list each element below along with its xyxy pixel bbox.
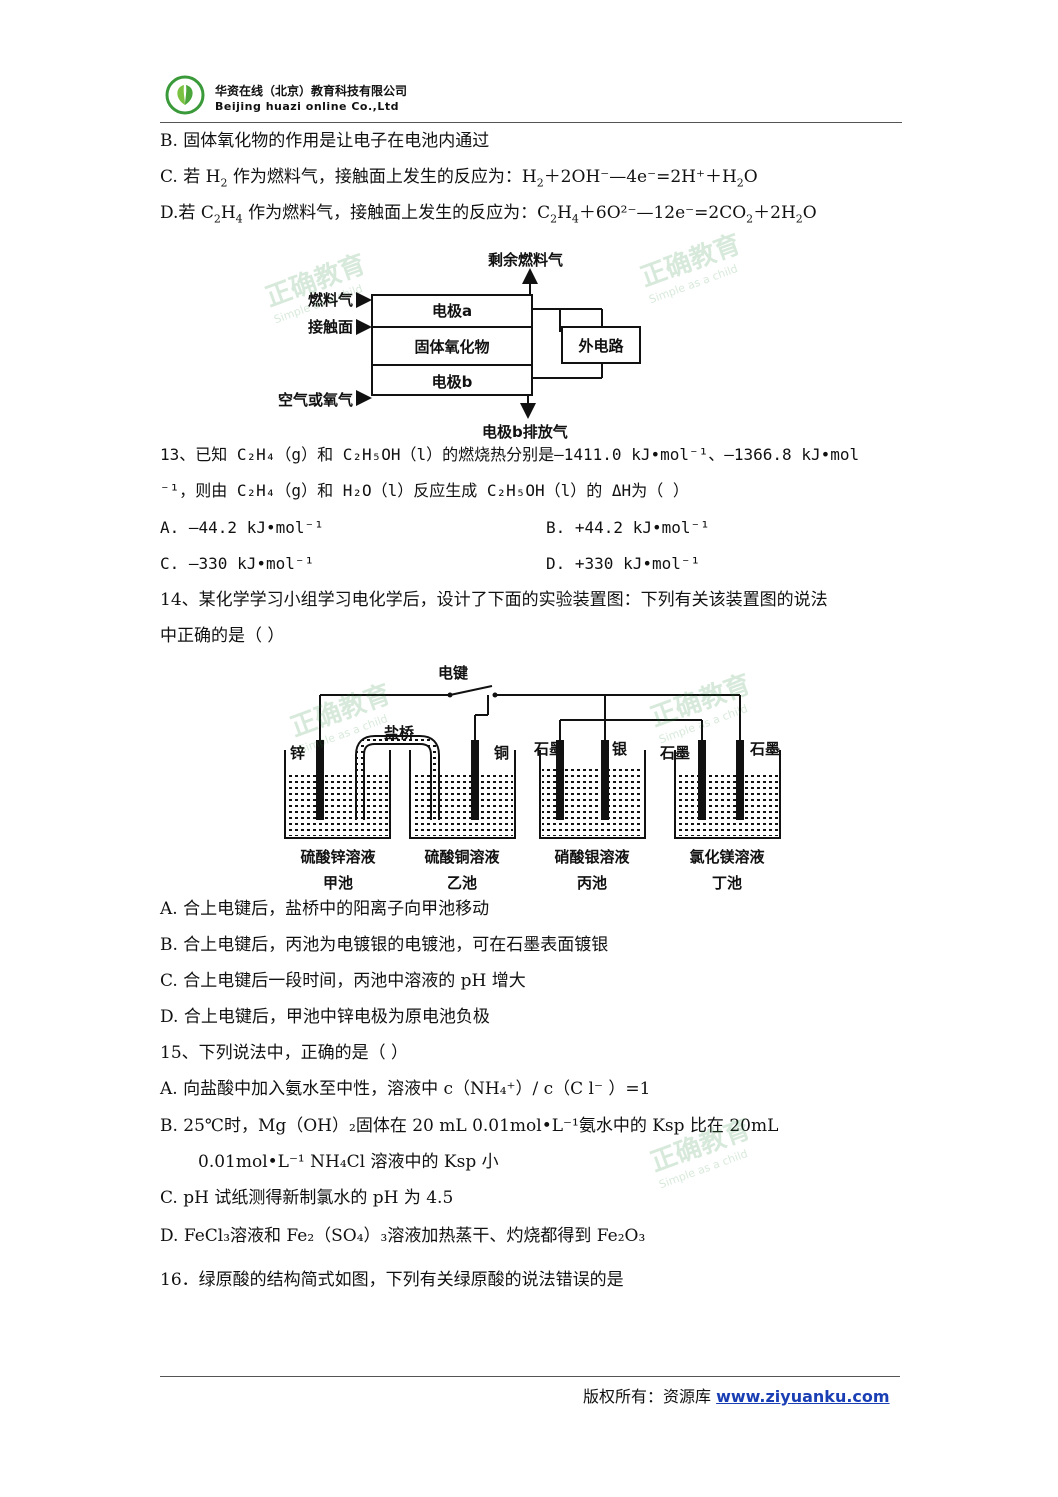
q16-title: 16．绿原酸的结构简式如图，下列有关绿原酸的说法错误的是 [160, 1270, 624, 1290]
q12-option-d: D.若 C2H4 作为燃料气，接触面上发生的反应为：C2H4＋6O²⁻—12e⁻… [160, 203, 817, 226]
external-circuit-label: 外电路 [577, 337, 624, 355]
cell-label-2: 乙池 [447, 874, 477, 892]
q12-option-b: B. 固体氧化物的作用是让电子在电池内通过 [160, 131, 490, 151]
residual-fuel-label: 剩余燃料气 [488, 251, 563, 269]
q15-option-a: A. 向盐酸中加入氨水至中性，溶液中 c（NH₄⁺）/ c（C l⁻ ）=1 [160, 1079, 651, 1099]
zinc-electrode [316, 740, 324, 820]
graphite-label-3: 石墨 [749, 740, 780, 758]
solution-label-3: 硝酸银溶液 [554, 848, 630, 866]
q12-option-c: C. 若 H2 作为燃料气，接触面上发生的反应为：H2＋2OH⁻—4e⁻=2H⁺… [160, 167, 758, 190]
silver-electrode [601, 740, 609, 820]
q14-question-line2: 中正确的是（ ） [160, 626, 285, 646]
electrode-b-label: 电极b [432, 373, 473, 391]
graphite-electrode-1 [556, 740, 564, 820]
q14-option-c: C. 合上电键后一段时间，丙池中溶液的 pH 增大 [160, 971, 526, 991]
copper-label: 铜 [494, 744, 509, 762]
switch-label: 电键 [438, 664, 468, 682]
contact-label: 接触面 [308, 318, 353, 336]
copyright-text: 版权所有：资源库 [583, 1387, 717, 1406]
switch-lever [449, 685, 493, 696]
q13-option-c: C. —330 kJ•mol⁻¹ [160, 554, 315, 573]
q13-question-line1: 13、已知 C₂H₄（g）和 C₂H₅OH（l）的燃烧热分别是—1411.0 k… [160, 445, 860, 464]
company-name-en: Beijing huazi online Co.,Ltd [215, 100, 399, 113]
solid-oxide-label: 固体氧化物 [414, 338, 489, 356]
q15-option-c: C. pH 试纸测得新制氯水的 pH 为 4.5 [160, 1188, 454, 1208]
q13-option-a: A. —44.2 kJ•mol⁻¹ [160, 518, 324, 537]
leaf-logo-icon [165, 75, 205, 115]
zinc-label: 锌 [290, 744, 305, 762]
header-logo [165, 75, 205, 115]
q14-option-b: B. 合上电键后，丙池为电镀银的电镀池，可在石墨表面镀银 [160, 935, 609, 955]
header-rule [160, 122, 902, 123]
footer-copyright: 版权所有：资源库 www.ziyuanku.com [583, 1383, 890, 1407]
q15-title: 15、下列说法中，正确的是（ ） [160, 1043, 409, 1063]
cell-label-4: 丁池 [712, 874, 742, 892]
electrochem-apparatus-diagram: 电键 锌 铜 盐桥 石墨 银 石墨 石墨 硫酸锌溶液 硫酸铜溶液 硝酸银溶液 氯… [284, 664, 781, 892]
cell-label-3: 丙池 [577, 874, 607, 892]
q13-question-line2: ⁻¹，则由 C₂H₄（g）和 H₂O（l）反应生成 C₂H₅OH（l）的 ΔH为… [160, 481, 689, 500]
q13-option-b: B. +44.2 kJ•mol⁻¹ [546, 518, 710, 537]
graphite-label-2: 石墨 [659, 744, 690, 762]
cell-label-1: 甲池 [323, 874, 353, 892]
salt-bridge-label: 盐桥 [384, 724, 415, 742]
fuel-cell-diagram: 电极a 固体氧化物 电极b 外电路 剩余燃料气 电极b排放气 燃料气 接触面 空… [278, 251, 641, 440]
cell-box [371, 294, 533, 396]
q14-option-d: D. 合上电键后，甲池中锌电极为原电池负极 [160, 1007, 490, 1027]
footer-link[interactable]: www.ziyuanku.com [716, 1387, 890, 1406]
exhaust-label: 电极b排放气 [482, 423, 568, 440]
solution-label-2: 硫酸铜溶液 [424, 848, 500, 866]
q13-option-d: D. +330 kJ•mol⁻¹ [546, 554, 701, 573]
copper-electrode [471, 740, 479, 820]
silver-label: 银 [612, 740, 628, 758]
fuel-label: 燃料气 [308, 291, 353, 309]
graphite-label-1: 石墨 [533, 740, 564, 758]
solution-label-1: 硫酸锌溶液 [300, 848, 376, 866]
q14-question-line1: 14、某化学学习小组学习电化学后，设计了下面的实验装置图：下列有关该装置图的说法 [160, 590, 828, 610]
company-name-cn: 华资在线（北京）教育科技有限公司 [215, 84, 408, 98]
q15-option-d: D. FeCl₃溶液和 Fe₂（SO₄）₃溶液加热蒸干、灼烧都得到 Fe₂O₃ [160, 1226, 646, 1246]
air-label: 空气或氧气 [278, 391, 353, 409]
q15-option-b-line1: B. 25℃时，Mg（OH）₂固体在 20 mL 0.01mol•L⁻¹氨水中的… [160, 1116, 779, 1136]
graphite-electrode-2 [698, 740, 706, 820]
q15-option-b-line2: 0.01mol•L⁻¹ NH₄Cl 溶液中的 Ksp 小 [198, 1152, 499, 1172]
q14-option-a: A. 合上电键后，盐桥中的阳离子向甲池移动 [160, 899, 490, 919]
solution-label-4: 氯化镁溶液 [689, 848, 765, 866]
footer-rule [160, 1376, 900, 1377]
graphite-electrode-3 [736, 740, 744, 820]
external-circuit-box [561, 326, 641, 364]
electrode-a-label: 电极a [432, 302, 472, 320]
